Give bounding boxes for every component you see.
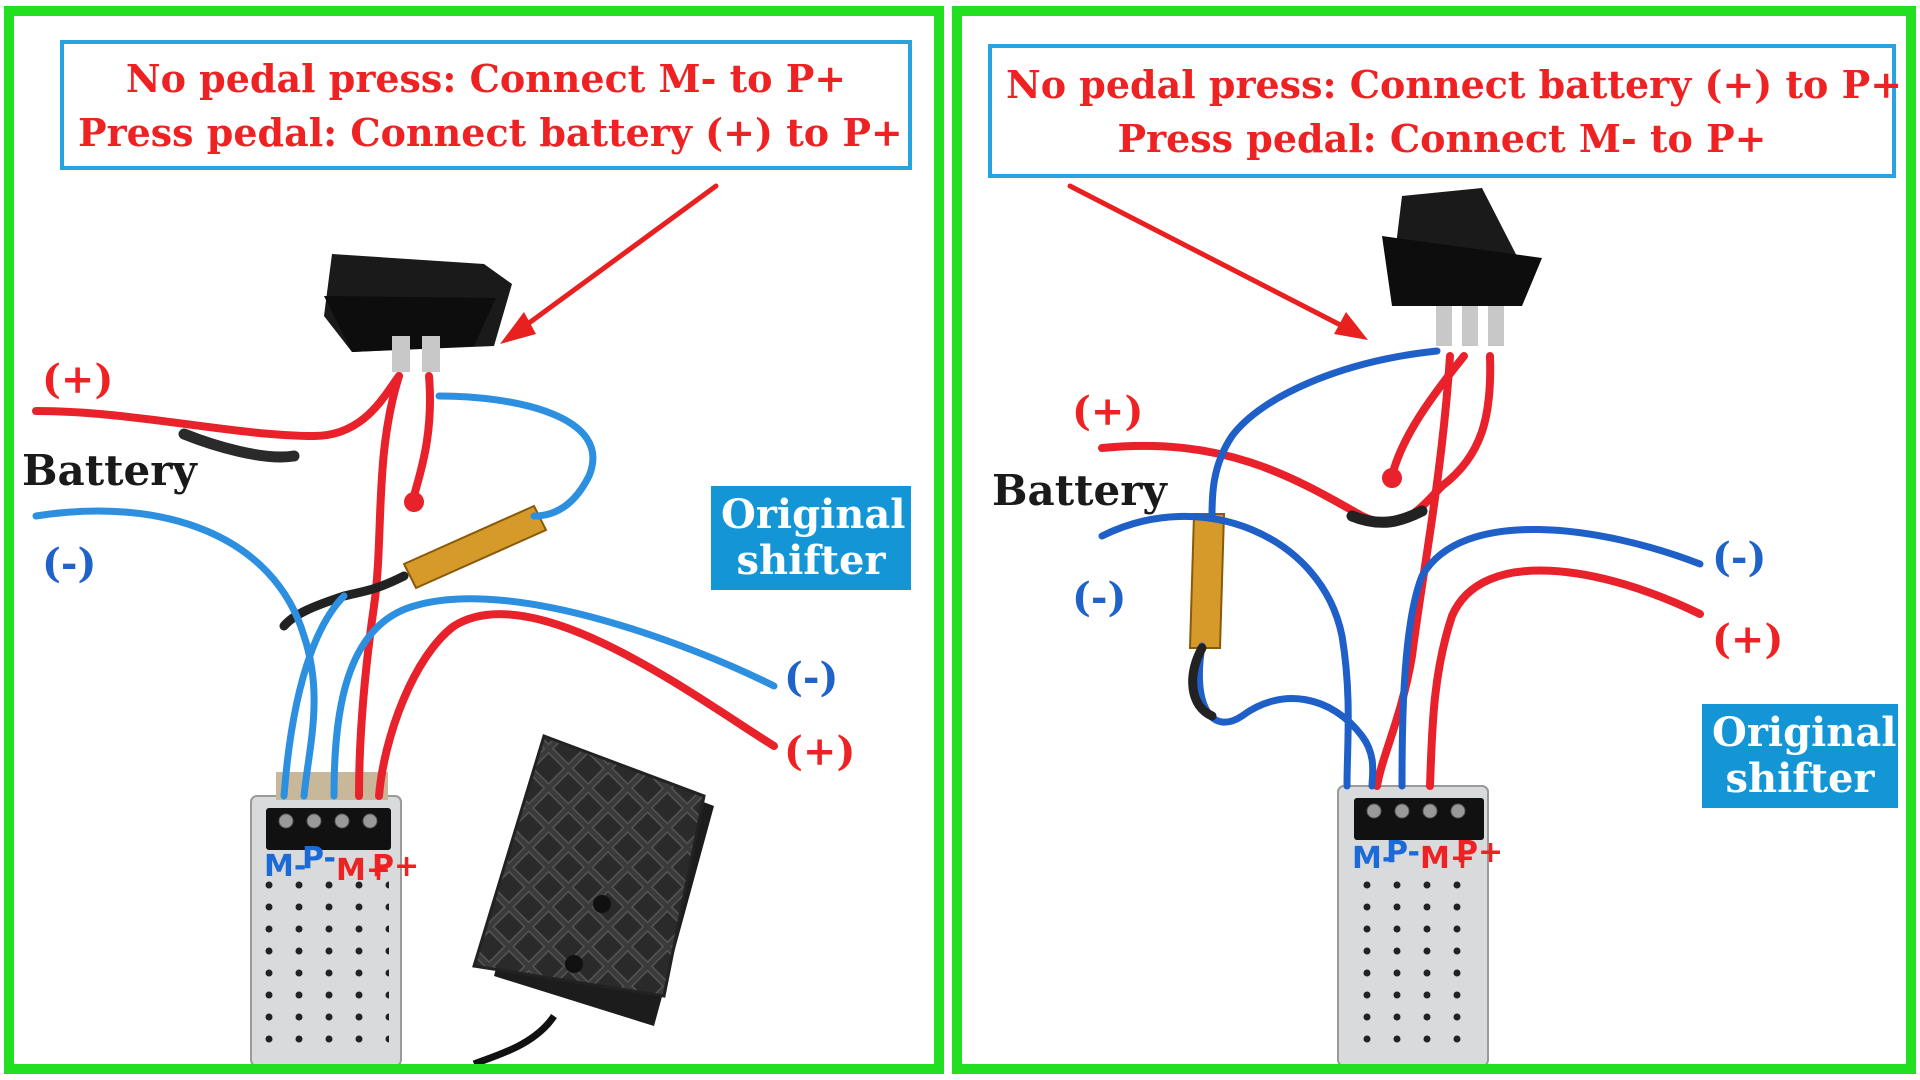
foot-pedal	[472, 734, 714, 1064]
pedal-switch	[1382, 188, 1542, 346]
right-wiring-scene	[1067, 183, 1704, 1064]
left-wiring-scene	[32, 183, 778, 1064]
right-callout-line2: Press pedal: Connect M- to P+	[1117, 116, 1767, 161]
right-shifter-minus-label: (-)	[1712, 534, 1767, 581]
pedal-switch	[324, 254, 512, 372]
left-wiring-panel: No pedal press: Connect M- to P+ Press p…	[4, 6, 944, 1074]
left-battery-label: Battery	[22, 446, 197, 495]
right-battery-plus-label: (+)	[1072, 388, 1144, 435]
left-terminal-p-minus: P-	[302, 841, 336, 876]
load-resistor	[402, 504, 548, 590]
left-shifter-line2: shifter	[736, 537, 886, 584]
right-original-shifter-label: Original shifter	[1702, 704, 1898, 808]
right-battery-minus-label: (-)	[1072, 574, 1127, 621]
right-terminal-p-plus: P+	[1456, 835, 1504, 870]
left-terminal-m-minus: M-	[264, 849, 307, 884]
left-shifter-minus-label: (-)	[784, 654, 839, 701]
right-terminal-m-plus: M+	[1420, 841, 1475, 876]
controller-box	[1337, 785, 1489, 1064]
right-shifter-plus-label: (+)	[1712, 616, 1784, 663]
controller-box	[250, 772, 402, 1064]
wires	[1067, 183, 1704, 790]
right-wiring-panel: No pedal press: Connect battery (+) to P…	[952, 6, 1916, 1074]
right-shifter-line2: shifter	[1725, 755, 1875, 802]
right-battery-label: Battery	[992, 466, 1167, 515]
left-shifter-plus-label: (+)	[784, 728, 856, 775]
right-instruction-callout: No pedal press: Connect battery (+) to P…	[988, 44, 1903, 178]
left-instruction-callout: No pedal press: Connect M- to P+ Press p…	[60, 40, 912, 170]
left-terminal-m-plus: M+	[336, 853, 391, 888]
right-terminal-m-minus: M-	[1352, 841, 1395, 876]
left-terminal-p-plus: P+	[372, 849, 420, 884]
left-callout-line2: Press pedal: Connect battery (+) to P+	[78, 110, 903, 155]
left-callout-line1: No pedal press: Connect M- to P+	[125, 56, 847, 101]
left-battery-minus-label: (-)	[42, 540, 97, 587]
left-original-shifter-label: Original shifter	[711, 486, 911, 590]
load-resistor	[1188, 513, 1226, 649]
wires	[32, 183, 778, 800]
right-shifter-line1: Original	[1712, 709, 1897, 756]
right-terminal-p-minus: P-	[1386, 835, 1420, 870]
right-callout-line1: No pedal press: Connect battery (+) to P…	[1006, 62, 1903, 107]
left-shifter-line1: Original	[721, 491, 906, 538]
left-battery-plus-label: (+)	[42, 356, 114, 403]
